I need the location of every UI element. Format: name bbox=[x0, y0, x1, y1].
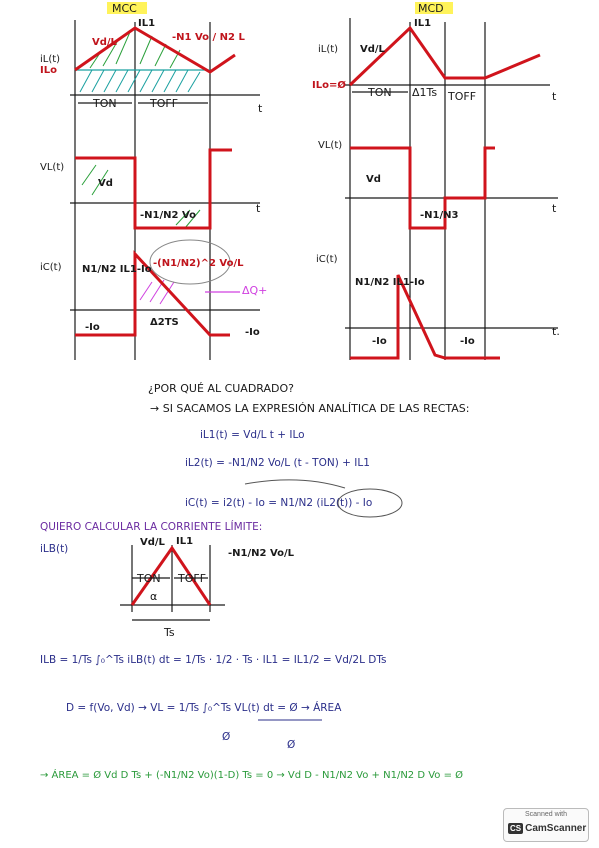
ilb-down: -N1/N2 Vo/L bbox=[228, 548, 295, 559]
notes: ¿POR QUÉ AL CUADRADO? → SI SACAMOS LA EX… bbox=[40, 382, 469, 781]
right-il-peak: IL1 bbox=[414, 18, 431, 29]
svg-text:t: t bbox=[256, 202, 261, 215]
ilb-ton: TON bbox=[136, 572, 161, 585]
right-ic-axis: iC(t) bbox=[316, 254, 338, 265]
ilb-ts: Ts bbox=[163, 626, 175, 639]
left-il-slope-down: -N1 Vo / N2 L bbox=[172, 32, 245, 43]
left-ic-neg2: -Io bbox=[245, 327, 260, 338]
note-e6: → ÁREA = Ø Vd D Ts + (-N1/N2 Vo)(1-D) Ts… bbox=[40, 768, 463, 781]
left-il-slope-up: Vd/L bbox=[92, 37, 118, 48]
left-t-label: t bbox=[258, 102, 263, 115]
left-il-valley: ILo bbox=[40, 65, 57, 76]
note-e5: D = f(Vo, Vd) → VL = 1/Ts ∫₀^Ts VL(t) dt… bbox=[66, 701, 342, 714]
note-q3: QUIERO CALCULAR LA CORRIENTE LÍMITE: bbox=[40, 520, 262, 533]
note-e4: ILB = 1/Ts ∫₀^Ts iLB(t) dt = 1/Ts · 1/2 … bbox=[40, 654, 387, 666]
left-ic-neg: -Io bbox=[85, 322, 100, 333]
right-t-label: t bbox=[552, 90, 557, 103]
ilb-sketch: iLB(t) Vd/L IL1 -N1/N2 Vo/L TON TOFF α T… bbox=[40, 536, 295, 639]
note-q1: ¿POR QUÉ AL CUADRADO? bbox=[148, 382, 294, 395]
title-highlight bbox=[107, 2, 147, 14]
note-e3: iC(t) = i2(t) - Io = N1/N2 (iL2(t)) - Io bbox=[185, 497, 372, 509]
note-e1: iL1(t) = Vd/L t + ILo bbox=[200, 429, 305, 441]
left-ic-peak: N1/N2 IL1-Io bbox=[82, 264, 152, 275]
ilb-up: Vd/L bbox=[140, 537, 166, 548]
left-ic-axis: iC(t) bbox=[40, 262, 62, 273]
right-il-slope-up: Vd/L bbox=[360, 44, 386, 55]
ilb-alpha: α bbox=[150, 590, 157, 603]
left-ic-graph: iC(t) N1/N2 IL1-Io -Io -Io Δ2TS -(N1/N2)… bbox=[40, 239, 267, 338]
left-title: MCC bbox=[112, 2, 137, 15]
right-vl-neg: -N1/N3 bbox=[420, 210, 458, 221]
right-dts: Δ1Ts bbox=[412, 86, 437, 99]
right-il-axis: iL(t) bbox=[318, 44, 338, 55]
right-vl-graph: VL(t) Vd -N1/N3 t bbox=[318, 140, 558, 230]
note-e5-zero2: Ø bbox=[287, 739, 295, 751]
right-vl-axis: VL(t) bbox=[318, 140, 342, 151]
right-ic-neg: -Io bbox=[372, 336, 387, 347]
left-il-axis: iL(t) bbox=[40, 54, 60, 65]
left-ton: TON bbox=[92, 97, 117, 110]
note-q2: → SI SACAMOS LA EXPRESIÓN ANALÍTICA DE L… bbox=[150, 402, 469, 415]
right-il-zero: ILo=Ø bbox=[312, 79, 346, 91]
left-vl-pos: Vd bbox=[98, 178, 113, 189]
left-vl-neg: -N1/N2 Vo bbox=[140, 210, 196, 221]
right-ic-graph: iC(t) N1/N2 IL1-Io -Io -Io t. bbox=[316, 254, 560, 360]
right-il-graph: iL(t) ILo=Ø Vd/L IL1 TON Δ1Ts TOFF t bbox=[312, 18, 557, 360]
camscanner-icon: CS bbox=[508, 823, 524, 834]
badge-line1: Scanned with bbox=[524, 811, 568, 818]
right-ton: TON bbox=[367, 86, 392, 99]
left-vl-graph: VL(t) Vd -N1/N2 Vo t bbox=[40, 148, 261, 230]
title-highlight-right bbox=[415, 2, 453, 14]
badge-line2: CamScanner bbox=[525, 823, 587, 834]
right-ic-peak: N1/N2 IL1-Io bbox=[355, 277, 425, 288]
left-toff: TOFF bbox=[149, 97, 178, 110]
right-vl-pos: Vd bbox=[366, 174, 381, 185]
note-e2: iL2(t) = -N1/N2 Vo/L (t - TON) + IL1 bbox=[185, 457, 370, 469]
left-il-graph: iL(t) ILo Vd/L IL1 -N1 Vo / N2 L TON TOF… bbox=[40, 18, 263, 360]
right-t2-label: t. bbox=[552, 325, 560, 338]
ilb-toff: TOFF bbox=[177, 572, 206, 585]
left-delta-q: ΔQ+ bbox=[242, 284, 267, 297]
left-vl-axis: VL(t) bbox=[40, 162, 64, 173]
right-title: MCD bbox=[418, 2, 444, 15]
note-e5-zero1: Ø bbox=[222, 731, 230, 743]
ilb-peak: IL1 bbox=[176, 536, 193, 547]
right-toff: TOFF bbox=[447, 90, 476, 103]
ilb-label: iLB(t) bbox=[40, 543, 68, 555]
svg-text:t: t bbox=[552, 202, 557, 215]
left-ic-slope: -(N1/N2)^2 Vo/L bbox=[153, 258, 244, 269]
left-delta-ts: Δ2TS bbox=[150, 317, 179, 328]
left-il-peak: IL1 bbox=[138, 18, 155, 29]
right-ic-neg2: -Io bbox=[460, 336, 475, 347]
